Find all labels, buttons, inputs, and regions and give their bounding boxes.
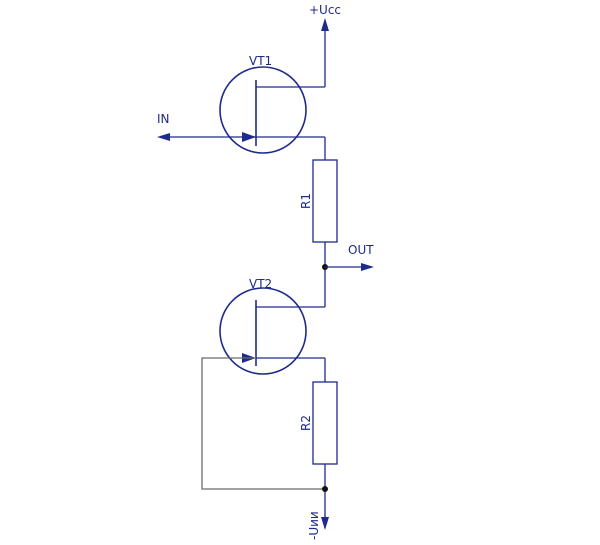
- vt1-body: [219, 66, 307, 154]
- vcc-label: +Ucc: [309, 3, 341, 17]
- vt2-body: [219, 287, 307, 375]
- vee-terminal: [321, 517, 329, 530]
- resistor-r2: [312, 381, 338, 465]
- bottom-junction: [322, 486, 328, 492]
- transistor-vt1: [219, 66, 325, 154]
- vt2-label: VT2: [249, 277, 272, 291]
- vt1-label: VT1: [249, 54, 272, 68]
- vee-label: -Uии: [307, 511, 321, 540]
- r2-label: R2: [299, 415, 313, 431]
- r1-label: R1: [299, 193, 313, 209]
- resistor-r1: [312, 159, 338, 243]
- vcc-terminal: [321, 18, 329, 87]
- output-label: OUT: [348, 243, 374, 257]
- vt2-base-return-wire: [201, 357, 325, 490]
- transistor-vt2: [219, 287, 325, 375]
- input-label: IN: [157, 112, 170, 126]
- output-terminal: [325, 263, 374, 271]
- input-terminal: [157, 133, 256, 141]
